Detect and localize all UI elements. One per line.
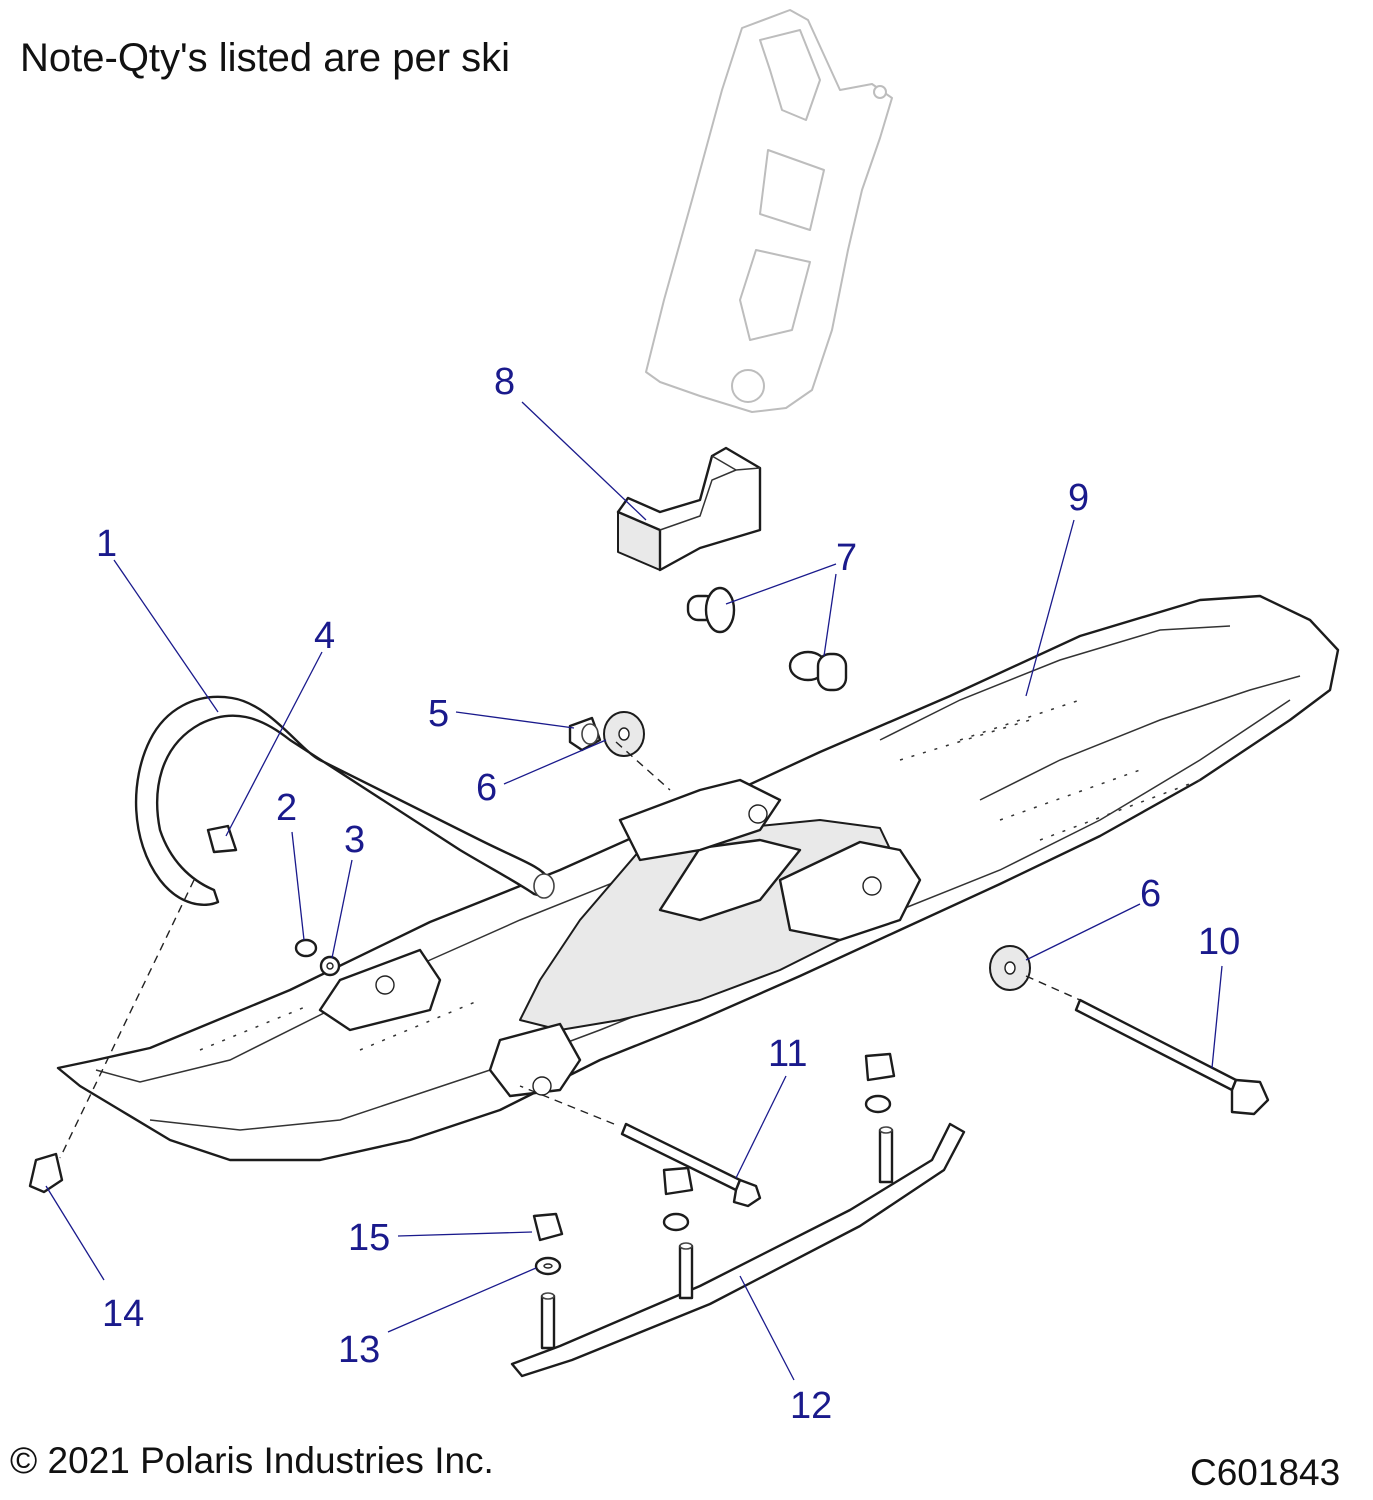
part-8-saddle (616, 446, 762, 572)
callout-15: 15 (348, 1217, 390, 1259)
part-10-bolt (1074, 998, 1270, 1116)
part-2-nut (294, 938, 318, 958)
callout-6b: 6 (1140, 873, 1161, 915)
callout-8: 8 (494, 361, 515, 403)
callout-10: 10 (1198, 921, 1240, 963)
callout-4: 4 (314, 615, 335, 657)
callout-3: 3 (344, 819, 365, 861)
copyright-text: © 2021 Polaris Industries Inc. (10, 1440, 494, 1481)
part-13-washer (534, 1256, 562, 1276)
part-11-bolt (620, 1122, 762, 1208)
callout-6a: 6 (476, 767, 497, 809)
hardware-nuts-extra (662, 1052, 896, 1232)
spindle-ghost (645, 9, 893, 413)
callout-1: 1 (96, 523, 117, 565)
part-7-bushing-b (788, 650, 848, 692)
callout-11: 11 (768, 1033, 807, 1075)
part-12-wear-bar (510, 1122, 966, 1378)
part-14-bushing (28, 1152, 64, 1194)
callout-12: 12 (790, 1385, 832, 1427)
part-15-nut (532, 1212, 564, 1242)
leader-lines (45, 401, 1223, 1381)
diagram-code: C601843 (1190, 1452, 1341, 1493)
part-7-bushing-a (686, 586, 736, 634)
part-6-washer-b (989, 945, 1031, 991)
callout-7: 7 (836, 537, 857, 579)
qty-note: Note-Qty's listed are per ski (20, 36, 511, 80)
assembly-lines (59, 741, 1081, 1159)
callout-13: 13 (338, 1329, 380, 1371)
callout-5: 5 (428, 693, 449, 735)
part-5-nut (568, 716, 602, 752)
part-6-washer-a (603, 711, 645, 757)
part-3-washer (319, 955, 341, 977)
part-4-insert (206, 824, 238, 854)
ski-body (56, 594, 1340, 1162)
callout-numbers: 1 2 3 4 5 6 6 7 8 9 10 11 12 13 14 15 (96, 361, 1240, 1427)
callout-9: 9 (1068, 477, 1089, 519)
part-1-ski-loop (134, 695, 555, 906)
callout-2: 2 (276, 787, 297, 829)
callout-14: 14 (102, 1293, 144, 1335)
